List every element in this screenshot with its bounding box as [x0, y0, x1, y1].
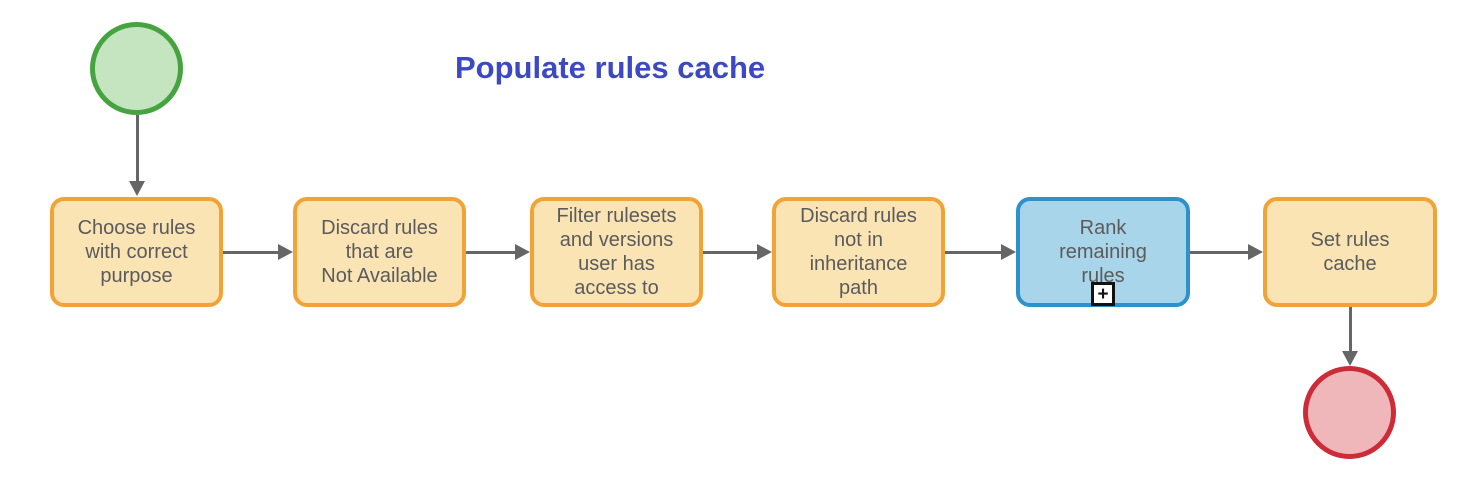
- task-label: Discard rules not in inheritance path: [800, 205, 917, 299]
- task-label: Discard rules that are Not Available: [321, 217, 438, 287]
- flow-arrow-filter-to-inheritance: [703, 243, 772, 261]
- arrow-line: [466, 250, 517, 254]
- task-label: Choose rules with correct purpose: [77, 217, 196, 287]
- flow-arrow-discard-to-filter: [466, 243, 530, 261]
- task-label: Filter rulesets and versions user has ac…: [556, 205, 677, 299]
- task-discard-unavailable: Discard rules that are Not Available: [293, 197, 466, 307]
- arrowhead-right-icon: [515, 244, 530, 260]
- arrowhead-down-icon: [1342, 351, 1358, 366]
- task-label: Set rules cache: [1310, 229, 1390, 275]
- flow-arrow-inheritance-to-rank: [945, 243, 1016, 261]
- arrow-line: [703, 250, 759, 254]
- arrow-line: [135, 115, 139, 183]
- arrowhead-down-icon: [129, 181, 145, 196]
- arrowhead-right-icon: [1001, 244, 1016, 260]
- subprocess-expand-plus-icon[interactable]: +: [1091, 282, 1115, 306]
- arrow-line: [945, 250, 1003, 254]
- arrowhead-right-icon: [1248, 244, 1263, 260]
- task-filter-rulesets: Filter rulesets and versions user has ac…: [530, 197, 703, 307]
- flow-arrow-choose-to-discard: [223, 243, 293, 261]
- arrow-line: [1348, 307, 1352, 353]
- arrowhead-right-icon: [757, 244, 772, 260]
- arrow-line: [1190, 250, 1250, 254]
- flow-arrow-setcache-to-end: [1341, 307, 1359, 366]
- task-choose-rules: Choose rules with correct purpose: [50, 197, 223, 307]
- arrow-line: [223, 250, 280, 254]
- diagram-title: Populate rules cache: [455, 50, 766, 85]
- start-event-circle: [90, 22, 183, 115]
- task-discard-not-inheritance: Discard rules not in inheritance path: [772, 197, 945, 307]
- task-set-rules-cache: Set rules cache: [1263, 197, 1437, 307]
- subprocess-rank-remaining: Rank remaining rules +: [1016, 197, 1190, 307]
- arrowhead-right-icon: [278, 244, 293, 260]
- flow-arrow-rank-to-setcache: [1190, 243, 1263, 261]
- task-label: Rank remaining rules: [1059, 217, 1147, 287]
- end-event-circle: [1303, 366, 1396, 459]
- flow-arrow-start-to-choose-rules: [128, 115, 146, 196]
